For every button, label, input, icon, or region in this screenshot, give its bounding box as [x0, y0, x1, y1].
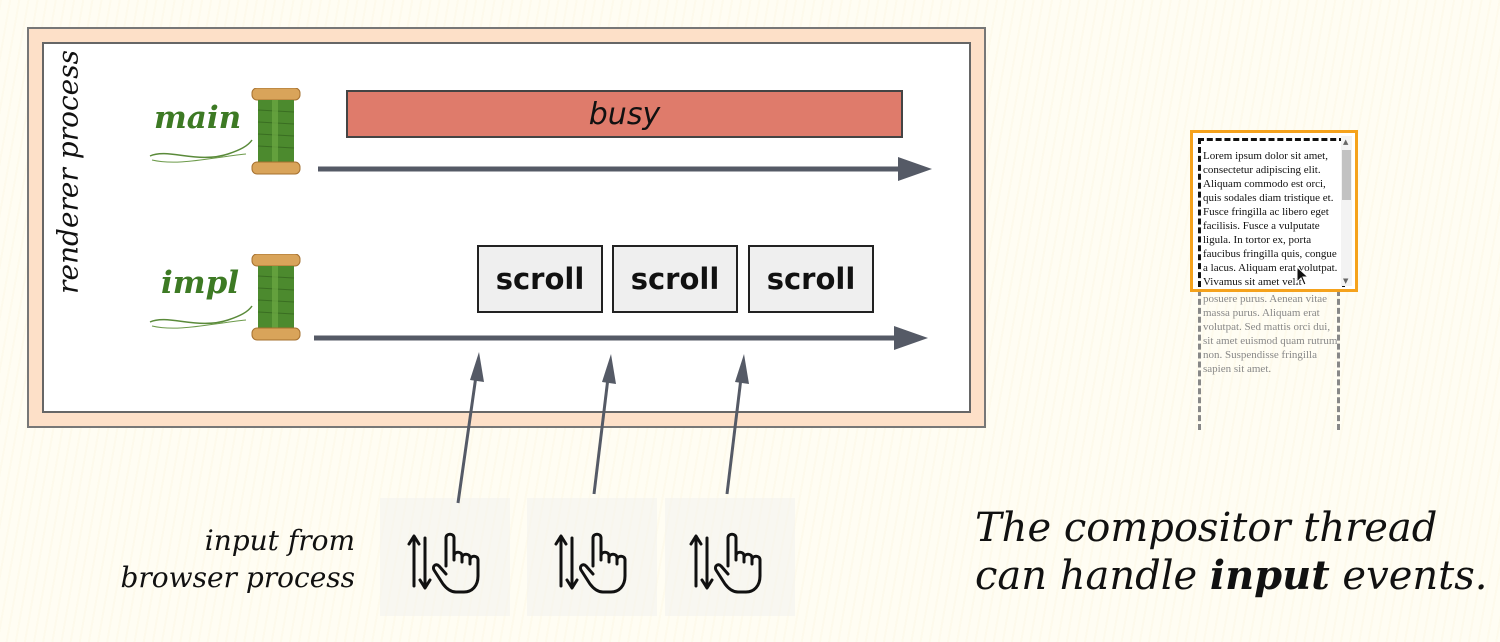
- impl-thread-timeline-arrow: [314, 326, 928, 350]
- impl-thread-label: impl: [161, 265, 240, 301]
- impl-thread-spool-icon: [149, 254, 301, 341]
- scroll-gesture-icon-3: [689, 532, 762, 594]
- main-thread-spool-icon: [149, 88, 301, 175]
- caption-line-1: The compositor thread: [975, 505, 1438, 551]
- mouse-cursor-icon: [1296, 266, 1310, 286]
- gesture-tile-3: [665, 498, 795, 616]
- main-thread-label: main: [154, 100, 242, 136]
- input-source-line-2: browser process: [120, 561, 355, 594]
- caption-emphasis: input: [1209, 552, 1330, 599]
- input-arrow-1: [456, 352, 484, 504]
- scroll-task-2: scroll: [612, 245, 738, 313]
- scroll-gesture-icon-2: [554, 532, 627, 594]
- input-arrow-2: [592, 354, 616, 495]
- scroll-demo-scrollbar[interactable]: ▲ ▼: [1341, 136, 1352, 286]
- scrollbar-down-arrow-icon[interactable]: ▼: [1343, 277, 1349, 285]
- caption-line-2-prefix: can handle: [975, 553, 1210, 599]
- scrollbar-thumb[interactable]: [1342, 150, 1351, 200]
- scroll-demo-text: Lorem ipsum dolor sit amet, consectetur …: [1203, 150, 1338, 288]
- input-arrow-3: [725, 354, 749, 495]
- busy-task: busy: [346, 90, 903, 138]
- scroll-demo: Lorem ipsum dolor sit amet, consectetur …: [1190, 130, 1358, 430]
- scroll-demo-content: Lorem ipsum dolor sit amet, consectetur …: [1198, 138, 1345, 289]
- scroll-gesture-icon-1: [407, 532, 480, 594]
- scroll-task-1: scroll: [477, 245, 603, 313]
- main-thread-timeline-arrow: [318, 157, 932, 181]
- scrollbar-up-arrow-icon[interactable]: ▲: [1343, 138, 1349, 146]
- input-source-label: input from browser process: [120, 522, 355, 596]
- caption: The compositor thread can handle input e…: [975, 504, 1487, 600]
- input-source-line-1: input from: [204, 524, 355, 557]
- caption-line-2: can handle input events.: [975, 552, 1487, 600]
- scroll-task-3: scroll: [748, 245, 874, 313]
- scroll-demo-viewport[interactable]: Lorem ipsum dolor sit amet, consectetur …: [1190, 130, 1358, 292]
- caption-line-2-suffix: events.: [1329, 553, 1488, 599]
